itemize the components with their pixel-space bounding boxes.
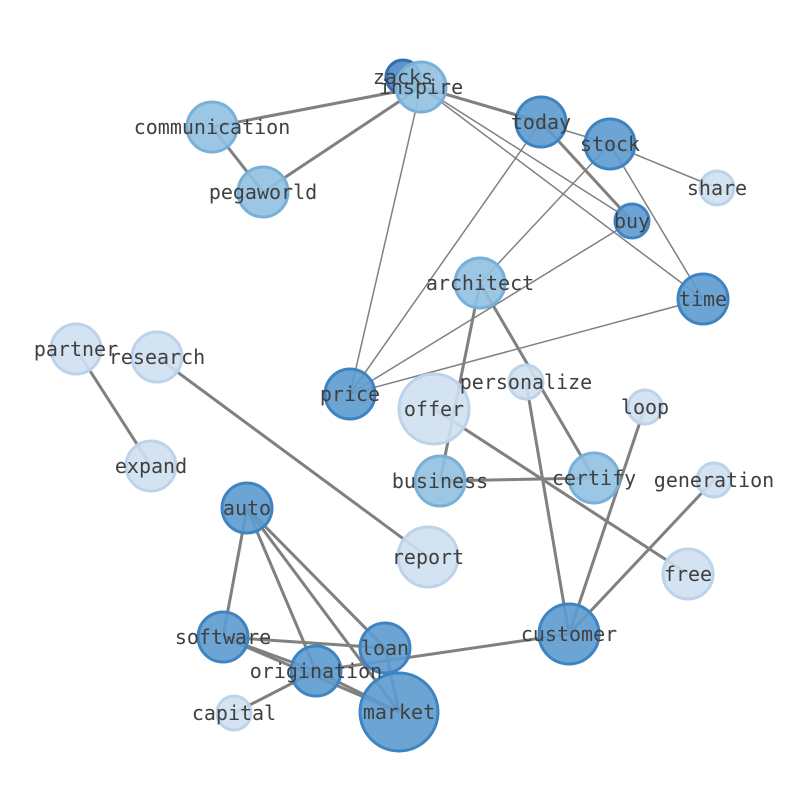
edge-inspire-time bbox=[420, 86, 704, 300]
node-customer bbox=[537, 602, 601, 666]
node-communication bbox=[185, 100, 239, 154]
label-research: research bbox=[109, 345, 205, 369]
node-buy bbox=[613, 202, 651, 240]
edge-auto-market bbox=[245, 507, 401, 713]
node-business bbox=[413, 454, 467, 508]
edge-buy-price bbox=[349, 220, 633, 395]
edge-offer-free bbox=[433, 407, 689, 576]
label-market: market bbox=[363, 700, 435, 724]
label-layer: zacksinspirecommunicationpegaworldtodays… bbox=[34, 65, 774, 725]
node-report bbox=[396, 525, 460, 589]
node-pegaworld bbox=[236, 165, 290, 219]
edge-research-report bbox=[156, 355, 429, 559]
label-today: today bbox=[511, 110, 571, 134]
node-today bbox=[514, 95, 568, 149]
label-expand: expand bbox=[115, 454, 187, 478]
edge-architect-business bbox=[438, 282, 482, 482]
label-capital: capital bbox=[192, 701, 276, 725]
node-capital bbox=[215, 694, 253, 732]
edge-customer-origination bbox=[315, 632, 570, 673]
label-customer: customer bbox=[521, 622, 617, 646]
label-generation: generation bbox=[654, 468, 774, 492]
node-free bbox=[661, 547, 715, 601]
label-partner: partner bbox=[34, 337, 118, 361]
edge-inspire-communication bbox=[211, 85, 422, 129]
node-architect bbox=[453, 256, 507, 310]
node-certify bbox=[567, 451, 621, 505]
label-architect: architect bbox=[426, 271, 534, 295]
label-loop: loop bbox=[621, 395, 669, 419]
node-research bbox=[130, 330, 184, 384]
label-zacks: zacks bbox=[373, 65, 433, 89]
label-loan: loan bbox=[361, 636, 409, 660]
node-partner bbox=[49, 322, 103, 376]
node-price bbox=[323, 367, 377, 421]
node-software bbox=[196, 610, 250, 664]
node-inspire bbox=[394, 60, 448, 114]
node-expand bbox=[124, 439, 178, 493]
edge-today-price bbox=[349, 121, 542, 395]
node-generation bbox=[695, 461, 733, 499]
label-report: report bbox=[392, 545, 464, 569]
label-price: price bbox=[320, 382, 380, 406]
label-stock: stock bbox=[580, 132, 640, 156]
label-auto: auto bbox=[223, 496, 271, 520]
label-free: free bbox=[664, 562, 712, 586]
node-personalize bbox=[507, 363, 545, 401]
edge-software-loan bbox=[222, 635, 386, 650]
label-pegaworld: pegaworld bbox=[209, 180, 317, 204]
edge-stock-time bbox=[609, 143, 704, 300]
node-auto bbox=[220, 481, 274, 535]
label-personalize: personalize bbox=[460, 370, 592, 394]
label-communication: communication bbox=[134, 115, 291, 139]
edge-stock-architect bbox=[479, 143, 611, 284]
label-time: time bbox=[679, 287, 727, 311]
label-buy: buy bbox=[614, 209, 650, 233]
edge-time-price bbox=[349, 298, 704, 395]
label-business: business bbox=[392, 469, 488, 493]
edge-inspire-buy bbox=[420, 86, 633, 222]
node-layer bbox=[49, 58, 736, 753]
node-time bbox=[676, 272, 730, 326]
edge-generation-customer bbox=[567, 478, 716, 636]
label-origination: origination bbox=[250, 659, 382, 683]
node-loop bbox=[626, 388, 664, 426]
node-stock bbox=[583, 117, 637, 171]
edge-personalize-customer bbox=[524, 381, 571, 635]
label-certify: certify bbox=[552, 466, 636, 490]
label-software: software bbox=[175, 625, 271, 649]
label-offer: offer bbox=[404, 397, 464, 421]
node-market bbox=[358, 671, 440, 753]
label-share: share bbox=[687, 176, 747, 200]
edge-layer bbox=[74, 85, 718, 715]
edge-auto-loan bbox=[245, 506, 387, 650]
edge-loop-customer bbox=[567, 406, 647, 635]
label-inspire: inspire bbox=[379, 75, 463, 99]
node-share bbox=[698, 169, 736, 207]
edge-inspire-price bbox=[349, 86, 422, 395]
node-loan bbox=[358, 621, 412, 675]
edge-inspire-pegaworld bbox=[262, 85, 422, 194]
node-offer bbox=[397, 372, 471, 446]
node-origination bbox=[289, 644, 343, 698]
